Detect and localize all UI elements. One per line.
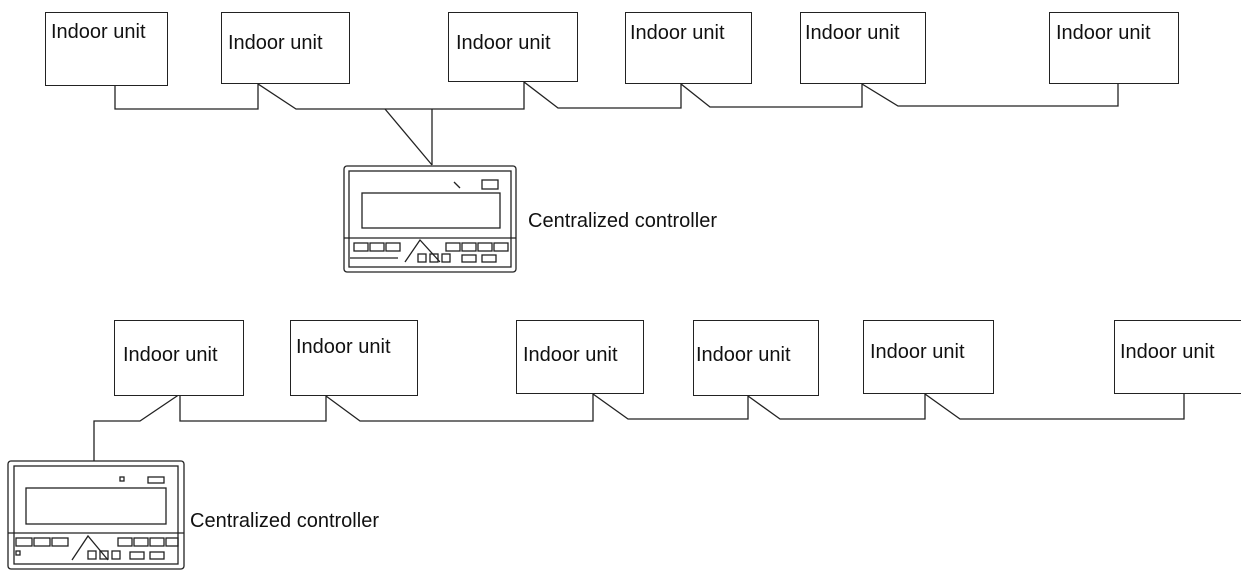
lower-indoor-unit-6: Indoor unit — [1114, 320, 1241, 394]
unit-label: Indoor unit — [1056, 22, 1151, 44]
upper-controller-drop — [384, 108, 433, 166]
lower-indoor-unit-1: Indoor unit — [114, 320, 244, 396]
upper-indoor-unit-2: Indoor unit — [221, 12, 350, 84]
unit-label: Indoor unit — [296, 336, 391, 358]
upper-controller-device — [343, 165, 517, 273]
unit-label: Indoor unit — [51, 21, 146, 43]
unit-label: Indoor unit — [228, 32, 323, 54]
upper-wire-segment — [114, 80, 1119, 110]
lower-indoor-unit-3: Indoor unit — [516, 320, 644, 394]
lower-controller-link — [93, 393, 181, 461]
upper-controller-label: Centralized controller — [528, 210, 717, 232]
lower-wiring — [93, 392, 1185, 461]
upper-indoor-unit-4: Indoor unit — [625, 12, 752, 84]
unit-label: Indoor unit — [523, 344, 618, 366]
unit-label: Indoor unit — [696, 344, 791, 366]
unit-label: Indoor unit — [630, 22, 725, 44]
upper-indoor-unit-1: Indoor unit — [45, 12, 168, 86]
lower-indoor-unit-4: Indoor unit — [693, 320, 819, 396]
unit-label: Indoor unit — [456, 32, 551, 54]
lower-controller-device — [7, 460, 185, 570]
upper-indoor-unit-6: Indoor unit — [1049, 12, 1179, 84]
upper-indoor-unit-3: Indoor unit — [448, 12, 578, 82]
lower-indoor-unit-2: Indoor unit — [290, 320, 418, 396]
unit-label: Indoor unit — [805, 22, 900, 44]
unit-label: Indoor unit — [1120, 341, 1215, 363]
lower-wire-segment — [179, 392, 1185, 422]
lower-indoor-unit-5: Indoor unit — [863, 320, 994, 394]
unit-label: Indoor unit — [870, 341, 965, 363]
lower-controller-label: Centralized controller — [190, 510, 379, 532]
upper-wiring — [114, 80, 1119, 166]
upper-indoor-unit-5: Indoor unit — [800, 12, 926, 84]
unit-label: Indoor unit — [123, 344, 218, 366]
